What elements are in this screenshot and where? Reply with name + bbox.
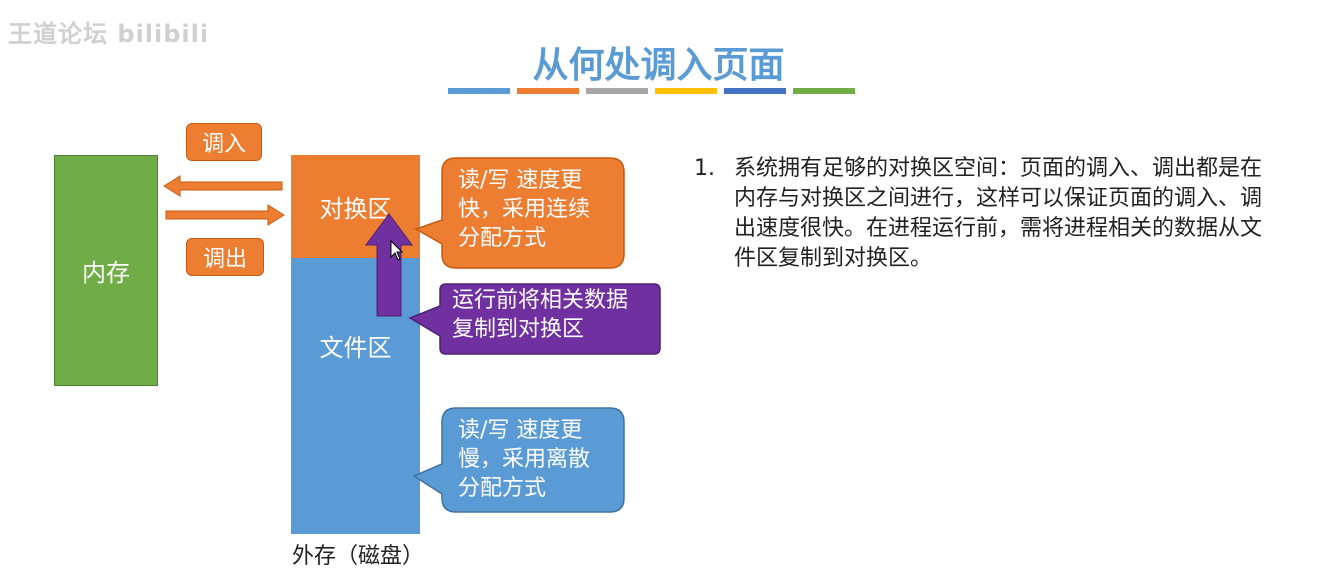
watermark: 王道论坛 bilibili (8, 20, 210, 48)
mouse-cursor-icon (390, 240, 404, 261)
copy-arrow (365, 213, 413, 317)
external-storage-label: 外存（磁盘） (292, 544, 425, 569)
page-title: 从何处调入页面 (532, 45, 785, 86)
accent-bar (517, 88, 579, 94)
swap-in-arrow (163, 175, 283, 197)
callout-file-text: 读/写 速度更慢，采用离散分配方式 (458, 418, 591, 501)
accent-bar (586, 88, 648, 94)
swap-area-label: 对换区 (319, 195, 392, 223)
callout-copy-text: 运行前将相关数据复制到对换区 (452, 288, 629, 342)
title-accent-bars (448, 88, 858, 94)
accent-bar (724, 88, 786, 94)
accent-bar (655, 88, 717, 94)
accent-bar (793, 88, 855, 94)
callout-swap-text: 读/写 速度更快，采用连续分配方式 (458, 168, 591, 251)
point-number: 1. (694, 156, 715, 181)
file-area-label: 文件区 (319, 334, 392, 362)
swap-out-arrow (165, 204, 285, 226)
swap-arrows (163, 175, 285, 226)
swap-in-label: 调入 (186, 123, 262, 161)
callout-swap-shape (414, 157, 625, 269)
memory-label: 内存 (82, 259, 130, 287)
accent-bar (448, 88, 510, 94)
swap-out-label: 调出 (186, 238, 264, 276)
point-text: 系统拥有足够的对换区空间：页面的调入、调出都是在内存与对换区之间进行，这样可以保… (734, 156, 1263, 271)
memory-block: 内存 (54, 155, 158, 386)
callout-copy-shape (408, 283, 661, 355)
callout-file-shape (412, 407, 625, 513)
copy-up-arrow (365, 213, 413, 317)
